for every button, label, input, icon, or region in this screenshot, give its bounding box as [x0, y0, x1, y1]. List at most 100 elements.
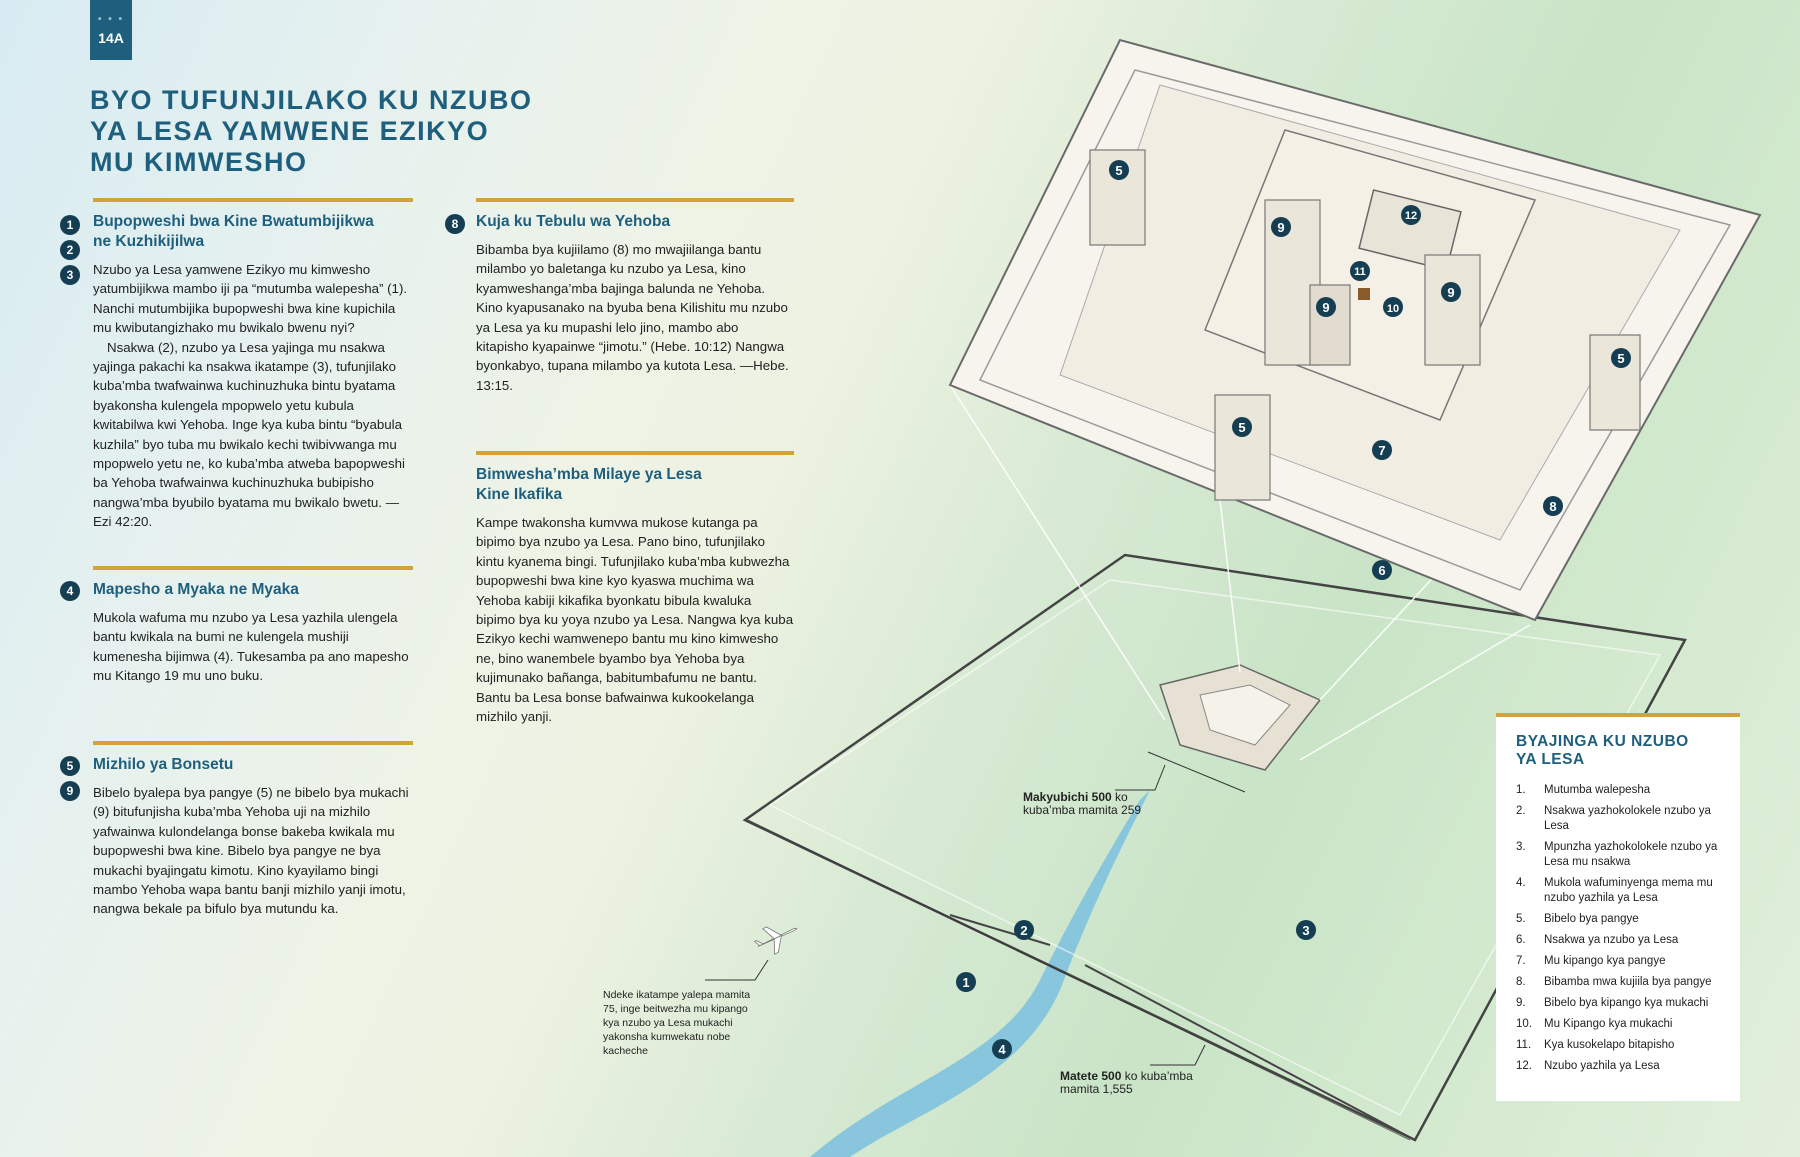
- section-heading: Mizhilo ya Bonsetu: [93, 756, 234, 773]
- section-rule: [93, 198, 413, 202]
- legend-item: 12.Nzubo yazhila ya Lesa: [1516, 1060, 1660, 1072]
- number-marker: 9: [60, 781, 80, 801]
- outer-court-wall: [978, 69, 1732, 591]
- marker-label: 5: [1115, 163, 1122, 178]
- marker-label: 11: [1354, 266, 1366, 278]
- marker-12: [1401, 205, 1421, 225]
- illustration-markers: 1 2 3 4 5 5 5 6 7 8 9 9 9 10 11 12: [956, 160, 1631, 1059]
- measure-label-house: Makyubichi 500 ko kuba’mba mamita 259: [1023, 790, 1142, 817]
- plane-note: Ndeke ikatampe yalepa mamita 75, inge be…: [603, 989, 751, 1057]
- number-marker: 4: [60, 581, 80, 601]
- outer-square-inner: [768, 579, 1662, 1116]
- divider-wall: [949, 914, 1051, 946]
- inner-gate: [1309, 284, 1351, 366]
- section-paragraph: Bibamba bya kujiilamo (8) mo mwajiilanga…: [476, 242, 789, 393]
- marker-label: 8: [1549, 499, 1556, 514]
- legend-item: 5.Bibelo bya pangye: [1516, 913, 1639, 925]
- marker-label: 9: [1322, 300, 1329, 315]
- badge-label: 14A: [98, 30, 124, 46]
- wall-leader-line: [1150, 1044, 1206, 1066]
- marker-3: [1296, 920, 1316, 940]
- marker-2: [1014, 920, 1034, 940]
- inner-gate: [1424, 254, 1481, 366]
- section-paragraph: Kampe twakonsha kumvwa mukose kutanga pa…: [476, 515, 794, 725]
- title-line: MU KIMWESHO: [90, 147, 308, 177]
- number-marker: 5: [60, 756, 80, 776]
- outer-gate: [1214, 394, 1271, 501]
- house-leader-line: [1115, 764, 1166, 791]
- legend-item: 11.Kya kusokelapo bitapisho: [1516, 1039, 1675, 1051]
- legend-box: BYAJINGA KU NZUBO YA LESA 1.Mutumba wale…: [1496, 713, 1740, 1101]
- measure-line: [1147, 751, 1246, 793]
- legend-item: 9.Bibelo bya kipango kya mukachi: [1516, 997, 1709, 1009]
- section-rule: [476, 451, 794, 455]
- title-line: YA LESA YAMWENE EZIKYO: [90, 116, 490, 146]
- measure-label-wall: Matete 500 ko kuba’mba mamita 1,555: [1060, 1069, 1193, 1096]
- marker-8: [1543, 496, 1563, 516]
- measure-line: [747, 819, 1411, 1141]
- legend-item: 6.Nsakwa ya nzubo ya Lesa: [1516, 934, 1679, 946]
- section-heading: Bupopweshi bwa Kine Bwatumbijikwa ne Kuz…: [93, 213, 374, 250]
- marker-5: [1611, 348, 1631, 368]
- title-line: BYO TUFUNJILAKO KU NZUBO: [90, 85, 533, 115]
- section-paragraph: Mukola wafuma mu nzubo ya Lesa yazhila u…: [93, 610, 409, 684]
- marker-6: [1372, 560, 1392, 580]
- section-paragraph: Nsakwa (2), nzubo ya Lesa yajinga mu nsa…: [93, 339, 405, 530]
- marker-4: [992, 1039, 1012, 1059]
- section-mapesho: Mapesho a Myaka ne Myaka Mukola wafuma m…: [93, 566, 413, 686]
- marker-9: [1441, 282, 1461, 302]
- number-marker: 1: [60, 215, 80, 235]
- marker-label: 12: [1405, 210, 1417, 222]
- marker-label: 5: [1617, 351, 1624, 366]
- marker-label: 2: [1020, 923, 1027, 938]
- section-bupopweshi: Bupopweshi bwa Kine Bwatumbijikwa ne Kuz…: [93, 198, 413, 532]
- legend-item: 3.Mpunzha yazhokolokele nzubo ya Lesa mu…: [1516, 841, 1718, 868]
- plane-leader-line: [705, 959, 769, 981]
- section-milaye: Bimwesha’mba Milaye ya Lesa Kine Ikafika…: [476, 451, 794, 726]
- number-marker: 8: [445, 214, 465, 234]
- section-rule: [93, 566, 413, 570]
- legend-item: 2.Nsakwa yazhokolokele nzubo ya Lesa: [1516, 805, 1711, 832]
- section-paragraph: Bibelo byalepa bya pangye (5) ne bibelo …: [93, 785, 409, 917]
- section-heading: Kuja ku Tebulu wa Yehoba: [476, 213, 671, 230]
- altar: [1358, 288, 1370, 300]
- outer-square: [742, 553, 1687, 1142]
- sanctuary: [1358, 189, 1462, 271]
- legend-list: 1.Mutumba walepesha 2.Nsakwa yazhokoloke…: [1516, 783, 1724, 1074]
- section-mizhilo: Mizhilo ya Bonsetu Bibelo byalepa bya pa…: [93, 741, 413, 919]
- marker-10: [1383, 297, 1403, 317]
- marker-label: 6: [1378, 563, 1385, 578]
- section-heading: Bimwesha’mba Milaye ya Lesa Kine Ikafika: [476, 466, 702, 503]
- marker-label: 4: [998, 1042, 1006, 1057]
- legend-item: 1.Mutumba walepesha: [1516, 784, 1651, 796]
- marker-label: 3: [1302, 923, 1309, 938]
- marker-label: 1: [962, 975, 969, 990]
- legend-item: 8.Bibamba mwa kujiila bya pangye: [1516, 976, 1712, 988]
- marker-7: [1372, 440, 1392, 460]
- marker-9: [1271, 217, 1291, 237]
- section-tebulu: Kuja ku Tebulu wa Yehoba Bibamba bya kuj…: [476, 198, 794, 395]
- badge-dots: • • •: [97, 14, 125, 25]
- legend-item: 4.Mukola wafuminyenga mema mu nzubo yazh…: [1516, 877, 1713, 904]
- number-marker: 2: [60, 240, 80, 260]
- marker-1: [956, 972, 976, 992]
- divider-wall: [1084, 964, 1416, 1141]
- legend-item: 7.Mu kipango kya pangye: [1516, 955, 1666, 967]
- outer-gate: [1589, 334, 1641, 431]
- marker-label: 5: [1238, 420, 1245, 435]
- section-heading: Mapesho a Myaka ne Myaka: [93, 581, 299, 598]
- marker-5: [1109, 160, 1129, 180]
- section-rule: [476, 198, 794, 202]
- marker-label: 10: [1387, 303, 1399, 315]
- legend-item: 10.Mu Kipango kya mukachi: [1516, 1018, 1673, 1030]
- marker-11: [1350, 261, 1370, 281]
- section-paragraph: Nzubo ya Lesa yamwene Ezikyo mu kimwesho…: [93, 262, 408, 336]
- legend-title: BYAJINGA KU NZUBO YA LESA: [1516, 733, 1689, 768]
- airplane-icon: [753, 926, 798, 955]
- marker-label: 7: [1378, 443, 1385, 458]
- section-rule: [93, 741, 413, 745]
- small-temple-court: [1199, 684, 1291, 746]
- page-title: BYO TUFUNJILAKO KU NZUBO YA LESA YAMWENE…: [90, 85, 610, 178]
- marker-5: [1232, 417, 1252, 437]
